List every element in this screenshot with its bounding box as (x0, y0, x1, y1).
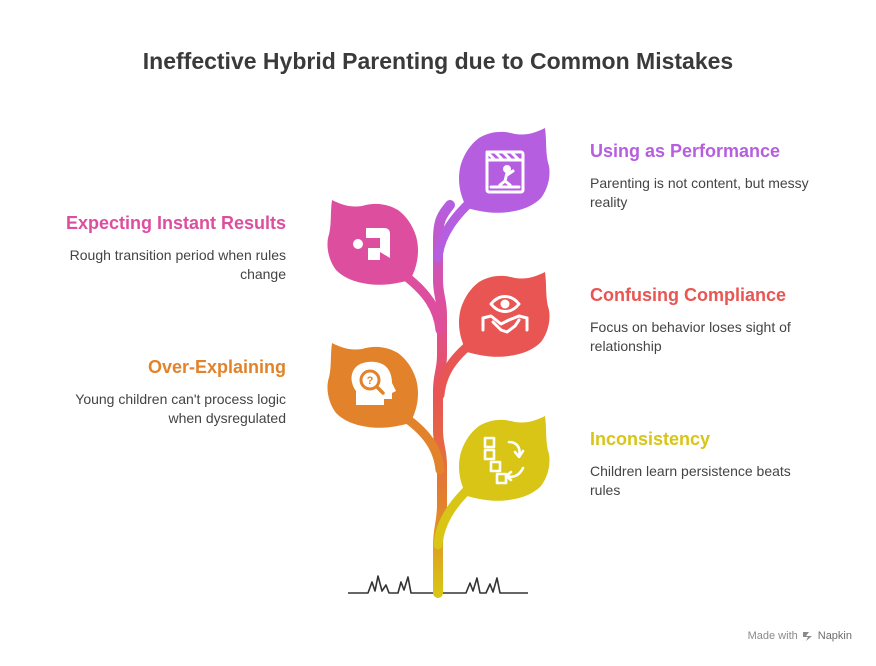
item-using-as-performance: Using as Performance Parenting is not co… (590, 140, 850, 212)
leaf-shape (327, 200, 418, 285)
leaf-confusing-compliance (459, 272, 550, 357)
item-description: Children learn persistence beats rules (590, 462, 850, 500)
head-magnifier-icon: ? (351, 361, 396, 405)
desc-line: Rough transition period when rules (69, 247, 286, 263)
item-title: Over-Explaining (147, 357, 286, 377)
desc-line: relationship (590, 338, 662, 354)
leaf-using-as-performance (459, 128, 550, 213)
item-confusing-compliance: Confusing Compliance Focus on behavior l… (590, 284, 850, 356)
item-title: Inconsistency (590, 429, 711, 449)
item-description: Focus on behavior loses sight of relatio… (590, 318, 850, 356)
item-title: Using as Performance (590, 141, 781, 161)
desc-line: rules (590, 482, 621, 498)
item-title: Expecting Instant Results (65, 213, 286, 233)
desc-line: Parenting is not content, but messy (590, 175, 809, 191)
item-description: Parenting is not content, but messy real… (590, 174, 850, 212)
stage-performer-icon (485, 150, 525, 194)
desc-line: reality (590, 194, 628, 210)
footer-credit: Made with Napkin (748, 630, 852, 642)
napkin-logo-icon (802, 632, 812, 641)
svg-text:?: ? (367, 375, 374, 387)
leaf-over-explaining: ? (327, 343, 418, 428)
eye-handshake-icon (481, 295, 529, 334)
desc-line: Focus on behavior loses sight of (590, 319, 791, 335)
item-title: Confusing Compliance (590, 285, 787, 305)
footer-brand: Napkin (817, 630, 852, 642)
ground-grass (348, 575, 528, 594)
item-inconsistency: Inconsistency Children learn persistence… (590, 428, 850, 500)
leaf-shape (459, 272, 550, 357)
leaf-inconsistency (459, 416, 550, 501)
item-expecting-instant-results: Expecting Instant Results Rough transiti… (26, 212, 286, 284)
leaf-expecting-instant-results (327, 200, 418, 285)
blocks-cycle-icon (483, 436, 525, 485)
page-title: Ineffective Hybrid Parenting due to Comm… (142, 48, 734, 74)
desc-line: when dysregulated (168, 410, 286, 426)
leaf-shape (459, 416, 550, 501)
desc-line: change (240, 266, 286, 282)
direction-arrows-icon (353, 228, 390, 260)
item-description: Young children can't process logic when … (26, 390, 286, 428)
desc-line: Children learn persistence beats (590, 463, 791, 479)
item-over-explaining: Over-Explaining Young children can't pro… (26, 356, 286, 428)
footer-prefix: Made with (747, 630, 798, 642)
item-description: Rough transition period when rules chang… (26, 246, 286, 284)
desc-line: Young children can't process logic (75, 391, 286, 407)
